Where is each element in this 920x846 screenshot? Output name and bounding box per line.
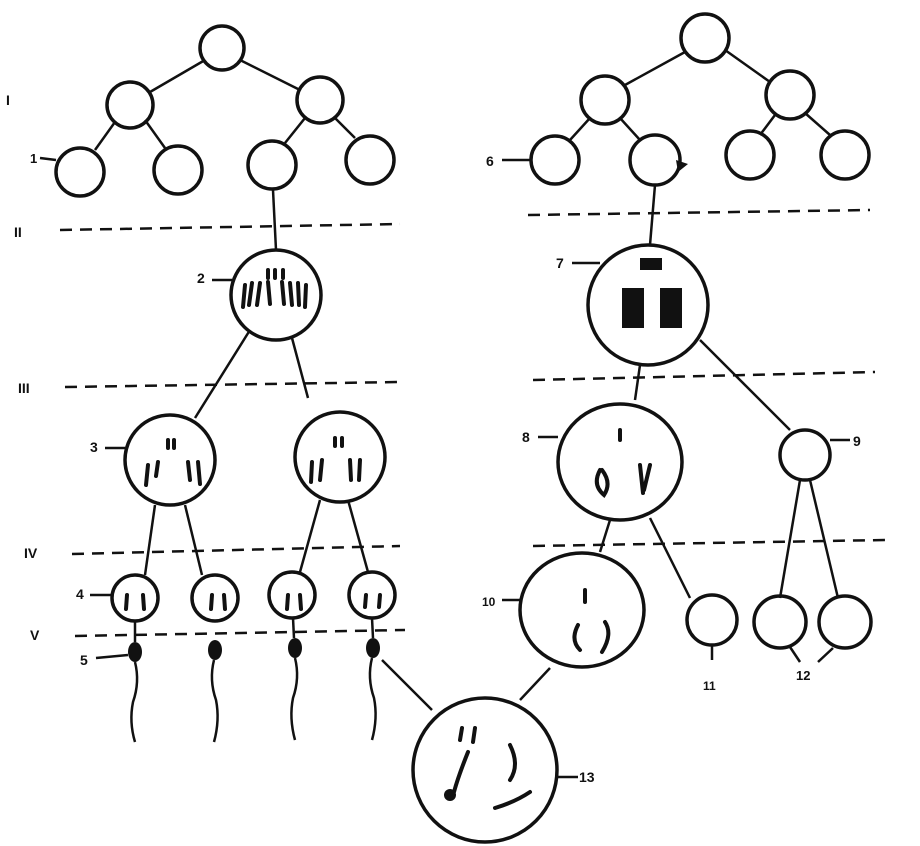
- oogenesis-tree: [411, 12, 873, 844]
- label-13: 13: [579, 769, 595, 785]
- callouts: 1 2 3 4 5 6 7 8 9 10 11 12 13: [30, 151, 861, 785]
- label-12: 12: [796, 668, 810, 683]
- stage-label-2: II: [14, 224, 22, 240]
- sperm-cells: [128, 617, 433, 743]
- label-8: 8: [522, 429, 530, 445]
- tetrad-chromosomes: [622, 258, 682, 328]
- label-1: 1: [30, 151, 37, 166]
- zygote-chromosomes: [444, 726, 532, 810]
- stage-label-5: V: [30, 627, 40, 643]
- label-6: 6: [486, 153, 494, 169]
- label-10: 10: [482, 595, 496, 609]
- label-5: 5: [80, 652, 88, 668]
- stage-label-1: I: [6, 92, 10, 108]
- stage-dividers: [59, 208, 886, 638]
- label-4: 4: [76, 586, 84, 602]
- stage-label-3: III: [18, 380, 30, 396]
- spermatogenesis-tree: [54, 24, 433, 743]
- label-9: 9: [853, 433, 861, 449]
- label-3: 3: [90, 439, 98, 455]
- label-7: 7: [556, 255, 564, 271]
- stage-label-4: IV: [24, 545, 38, 561]
- label-2: 2: [197, 270, 205, 286]
- label-11: 11: [703, 679, 716, 693]
